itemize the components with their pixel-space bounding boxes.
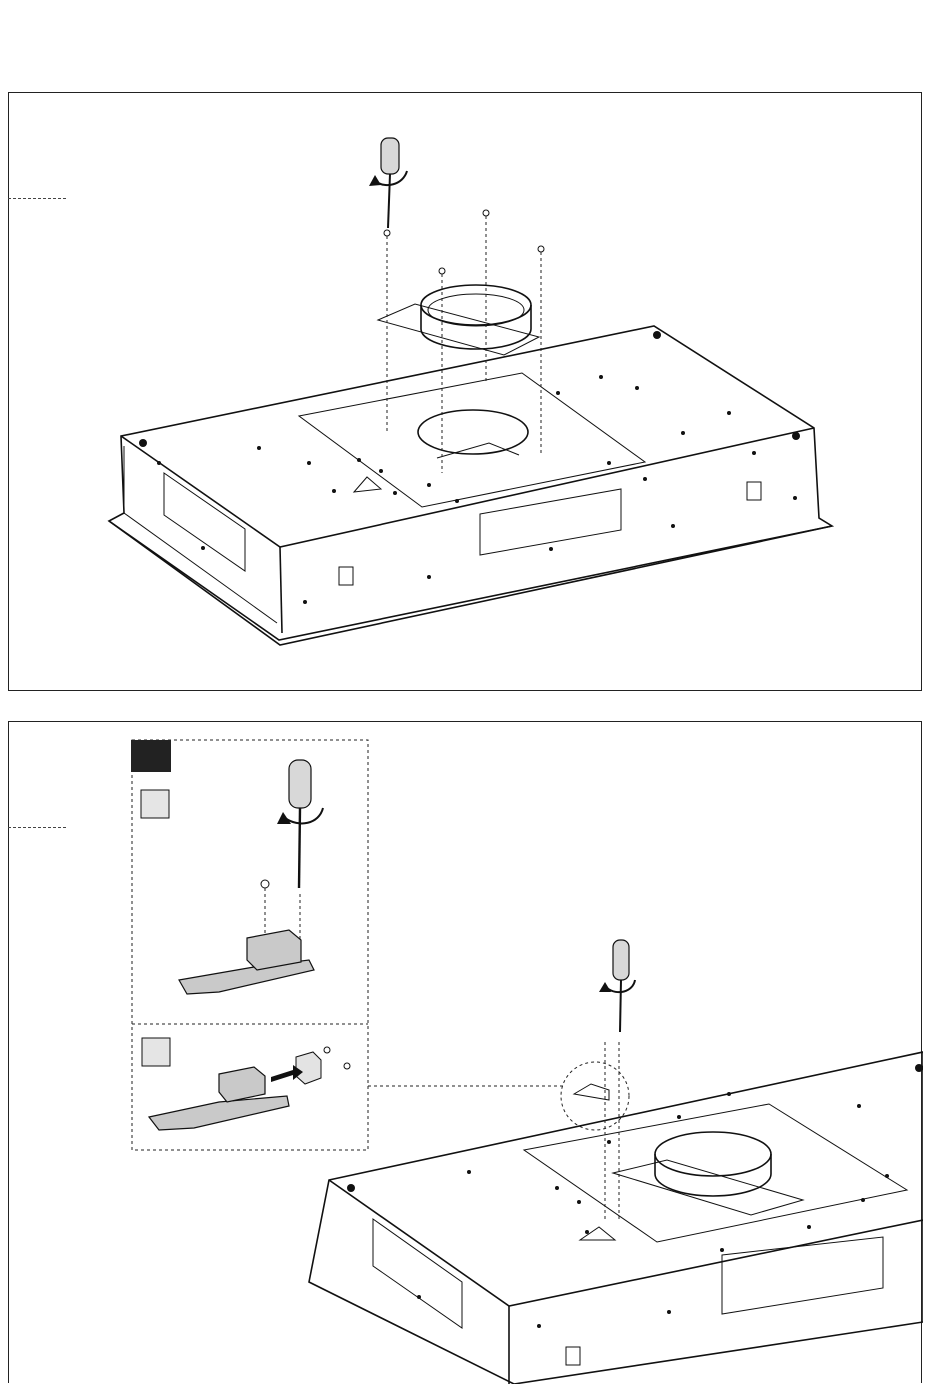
collar-flange — [613, 1160, 803, 1215]
hood-body-outline — [309, 1052, 923, 1384]
mounting-bracket — [179, 960, 314, 994]
hanger-tab — [354, 477, 381, 492]
step-marker-light — [141, 790, 169, 818]
cover-plate — [299, 373, 645, 507]
callout-leader — [8, 827, 66, 828]
step-marker-dark — [131, 740, 171, 772]
hanger-tab — [580, 1227, 615, 1240]
bracket-detail — [574, 1084, 609, 1100]
screw-icon — [324, 1047, 330, 1053]
front-vent — [722, 1237, 883, 1314]
top-figure-panel — [8, 92, 922, 691]
bracket-slot — [339, 567, 353, 585]
cover-plate — [524, 1104, 907, 1242]
bottom-figure-panel — [8, 721, 922, 1383]
clip-part — [296, 1052, 321, 1084]
side-vent — [164, 473, 245, 571]
callout-leader — [8, 198, 66, 199]
screwdriver-icon — [599, 940, 635, 1032]
screw-icon — [344, 1063, 350, 1069]
screw-icon — [384, 230, 390, 433]
collar-ring-top — [655, 1132, 771, 1176]
step-marker-light — [142, 1038, 170, 1066]
collar-ring-top — [421, 285, 531, 325]
hood-bracket-illustration — [9, 722, 923, 1384]
hood-duct-collar-illustration — [9, 93, 923, 692]
screw-icon — [261, 880, 269, 942]
side-vent — [373, 1219, 462, 1328]
screwdriver-icon — [369, 138, 407, 228]
screw-icon — [483, 210, 489, 383]
bracket-slot — [566, 1347, 580, 1365]
front-vent — [480, 489, 621, 555]
screwdriver-icon — [277, 760, 323, 888]
mounting-bracket — [149, 1096, 289, 1130]
bracket-slot — [747, 482, 761, 500]
